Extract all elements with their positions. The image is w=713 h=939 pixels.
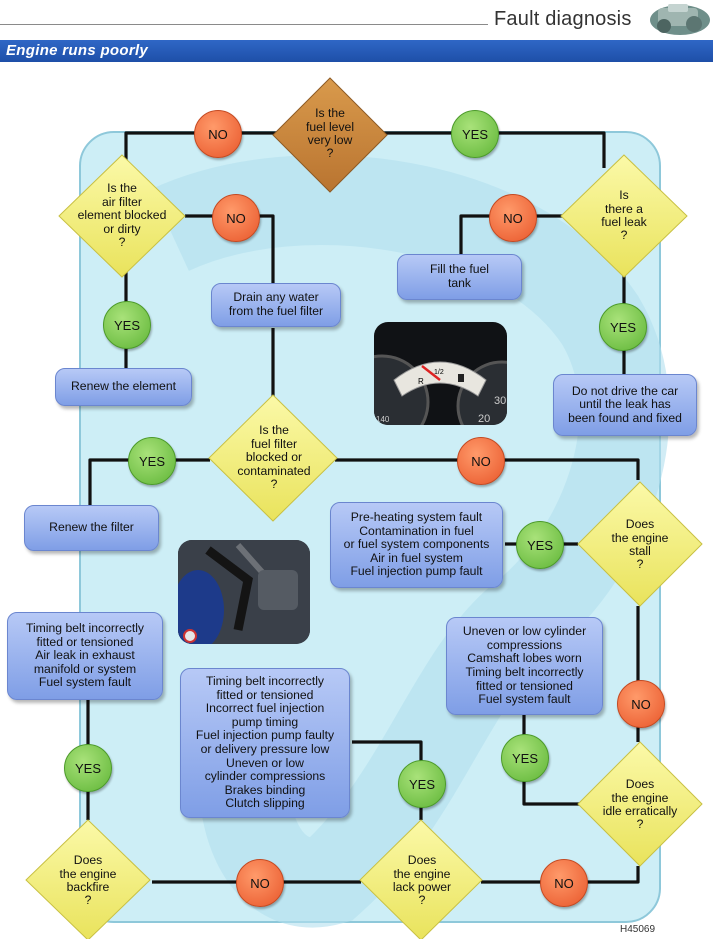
action-stall-causes: Pre-heating system fault Contamination i… — [330, 502, 503, 588]
no-fuel-filter: NO — [457, 437, 505, 485]
decision-fuel-level — [272, 77, 388, 193]
fuel-gauge-icon: R 1/2 140 30 20 — [374, 354, 507, 425]
engine-bay-icon — [178, 540, 310, 644]
action-drain-water: Drain any water from the fuel filter — [211, 283, 341, 327]
decision-fuel-filter-text: Is the fuel filter blocked or contaminat… — [237, 423, 311, 492]
decision-fuel-leak-text: Is there a fuel leak ? — [601, 188, 647, 243]
yes-fuel-leak: YES — [599, 303, 647, 351]
gauge-right-number: 30 — [494, 395, 506, 407]
no-engine-stall: NO — [617, 680, 665, 728]
decision-air-filter — [58, 154, 186, 278]
gauge-left-number: 140 — [376, 415, 390, 424]
action-fill-tank: Fill the fuel tank — [397, 254, 522, 300]
decision-lack-power — [359, 819, 483, 939]
fuel-gauge-photo: R 1/2 140 30 20 — [374, 322, 507, 425]
engine-bay-photo — [178, 540, 310, 644]
no-fuel-leak: NO — [489, 194, 537, 242]
no-air-filter: NO — [212, 194, 260, 242]
action-renew-filter: Renew the filter — [24, 505, 159, 551]
decision-backfire-text: Does the engine backfire ? — [59, 853, 117, 908]
gauge-half-label: 1/2 — [434, 369, 444, 376]
yes-fuel-filter: YES — [128, 437, 176, 485]
figure-code: H45069 — [620, 924, 656, 935]
banner-title: Engine runs poorly — [6, 42, 149, 59]
action-do-not-drive: Do not drive the car until the leak has … — [553, 374, 697, 436]
line-idle-to-power — [481, 866, 640, 884]
section-banner: Engine runs poorly — [0, 40, 713, 62]
action-lack-power-causes: Timing belt incorrectly fitted or tensio… — [180, 668, 350, 818]
yes-backfire: YES — [64, 744, 112, 792]
header-rule — [0, 24, 488, 25]
gauge-bottom-number: 20 — [478, 413, 490, 425]
decision-air-filter-text: Is the air filter element blocked or dir… — [77, 181, 167, 250]
decision-fuel-filter — [208, 394, 338, 522]
decision-engine-stall-text: Does the engine stall ? — [611, 517, 669, 572]
decision-fuel-leak — [560, 154, 688, 278]
yes-air-filter: YES — [103, 301, 151, 349]
decision-engine-stall — [577, 481, 703, 607]
action-idle-causes: Uneven or low cylinder compressions Cams… — [446, 617, 603, 715]
yes-fuel-level: YES — [451, 110, 499, 158]
no-lack-power: NO — [236, 859, 284, 907]
yes-engine-stall: YES — [516, 521, 564, 569]
panel-swirl — [151, 155, 670, 928]
line-filter-no — [335, 458, 640, 480]
action-renew-element: Renew the element — [55, 368, 192, 406]
engine-icon — [650, 4, 710, 35]
gauge-r-label: R — [418, 377, 424, 386]
no-fuel-level: NO — [194, 110, 242, 158]
decision-idle-erratically-text: Does the engine idle erratically ? — [602, 777, 678, 832]
decision-lack-power-text: Does the engine lack power ? — [392, 853, 452, 908]
decision-backfire — [25, 819, 151, 939]
action-backfire-causes: Timing belt incorrectly fitted or tensio… — [7, 612, 163, 700]
decision-fuel-level-text: Is the fuel level very low ? — [305, 106, 355, 161]
yes-lack-power: YES — [398, 760, 446, 808]
yes-idle-erratically: YES — [501, 734, 549, 782]
line-fuel-yes — [373, 131, 606, 168]
no-idle-erratically: NO — [540, 859, 588, 907]
section-title: Fault diagnosis — [494, 8, 632, 30]
decision-idle-erratically — [577, 741, 703, 867]
